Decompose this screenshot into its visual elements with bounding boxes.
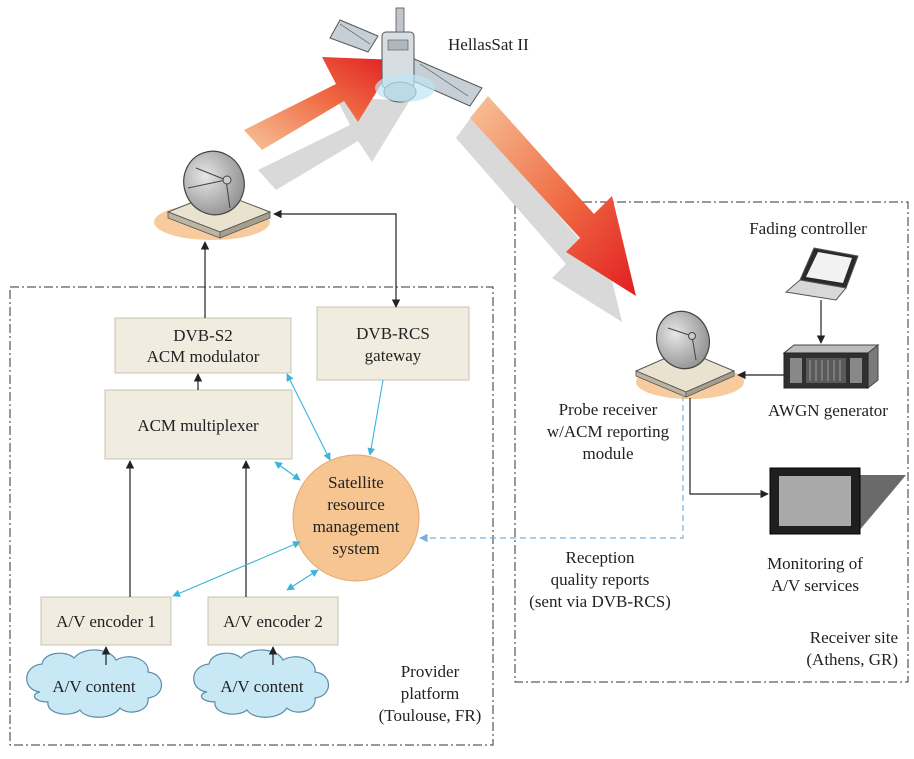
fading-controller-label: Fading controller <box>749 219 867 238</box>
provider-line-3: (Toulouse, FR) <box>379 706 482 725</box>
reports-line-3: (sent via DVB-RCS) <box>529 592 671 611</box>
srm-line-2: resource <box>327 495 385 514</box>
receiver-site-line-1: Receiver site <box>810 628 898 647</box>
probe-line-2: w/ACM reporting <box>547 422 670 441</box>
encoder-1-label: A/V encoder 1 <box>56 612 156 631</box>
provider-dish <box>154 150 272 240</box>
srm-line-1: Satellite <box>328 473 384 492</box>
reports-line-1: Reception <box>566 548 635 567</box>
encoder-1-box[interactable]: A/V encoder 1 <box>40 596 172 646</box>
dvbrcs-line-1: DVB-RCS <box>356 324 430 343</box>
monitoring-line-2: A/V services <box>771 576 859 595</box>
srm-system-node[interactable]: Satellite resource management system <box>292 454 420 582</box>
dvbrcs-line-2: gateway <box>365 346 422 365</box>
probe-line-1: Probe receiver <box>559 400 658 419</box>
dvbs2-line-1: DVB-S2 <box>173 326 233 345</box>
dvbs2-modulator-box[interactable]: DVB-S2 ACM modulator <box>114 317 292 374</box>
dish-gateway-arrow <box>273 209 401 308</box>
encoder-2-box[interactable]: A/V encoder 2 <box>207 596 339 646</box>
acm-multiplexer-box[interactable]: ACM multiplexer <box>104 389 293 460</box>
srm-encoder1-link <box>172 541 301 597</box>
srm-mux-link <box>274 461 301 481</box>
downlink-arrow <box>456 96 636 322</box>
reception-report-link <box>419 395 684 543</box>
satellite-label: HellasSat II <box>448 35 529 54</box>
rack-server-icon[interactable] <box>782 343 880 390</box>
probe-receiver-dish <box>634 310 744 399</box>
srm-modulator-link <box>286 373 331 461</box>
probe-to-tv-arrow <box>689 398 769 499</box>
acm-multiplexer-label: ACM multiplexer <box>137 416 259 435</box>
gateway-srm-link <box>367 379 384 456</box>
tv-monitor-icon[interactable] <box>769 467 906 535</box>
satellite-icon <box>329 7 483 107</box>
provider-line-1: Provider <box>401 662 460 681</box>
monitoring-line-1: Monitoring of <box>767 554 863 573</box>
receiver-site-line-2: (Athens, GR) <box>806 650 898 669</box>
srm-line-3: management <box>313 517 400 536</box>
receiver-region <box>514 201 909 683</box>
laptop-icon[interactable] <box>784 247 859 301</box>
dvbrcs-gateway-box[interactable]: DVB-RCS gateway <box>316 306 470 381</box>
uplink-arrow <box>244 57 410 190</box>
dvbs2-line-2: ACM modulator <box>147 347 260 366</box>
content-2-label: A/V content <box>220 677 304 696</box>
srm-encoder2-link <box>286 569 319 591</box>
provider-region <box>9 286 494 746</box>
probe-line-3: module <box>583 444 634 463</box>
awgn-generator-label: AWGN generator <box>768 401 888 420</box>
provider-line-2: platform <box>401 684 460 703</box>
reports-line-2: quality reports <box>551 570 650 589</box>
encoder-2-label: A/V encoder 2 <box>223 612 323 631</box>
content-2-cloud[interactable]: A/V content <box>193 649 330 718</box>
content-1-cloud[interactable]: A/V content <box>26 649 163 718</box>
srm-line-4: system <box>332 539 379 558</box>
content-1-label: A/V content <box>52 677 136 696</box>
